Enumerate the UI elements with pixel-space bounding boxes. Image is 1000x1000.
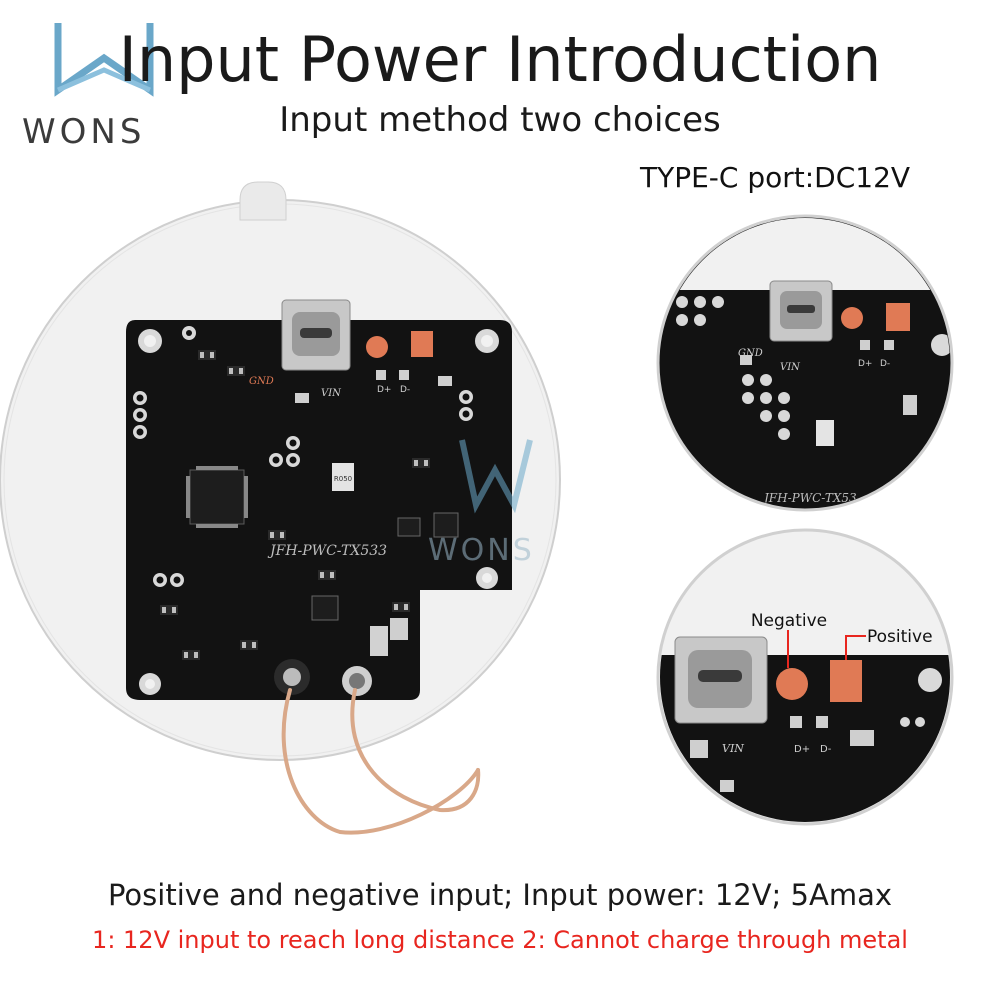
zoom-circle-top: GND VIN D+ D- JFH-PWC-TX53: [656, 214, 954, 512]
zoom-bottom-dminus-label: D-: [820, 744, 832, 755]
watermark-text: WONS: [428, 533, 535, 568]
zoom-top-dminus-label: D-: [880, 359, 890, 369]
brand-logo-text: WONS: [22, 112, 146, 152]
vin-label: VIN: [321, 388, 342, 399]
zoom-bottom-vin-label: VIN: [722, 742, 744, 755]
positive-label: Positive: [867, 627, 933, 647]
zoom-circle-bottom: VIN D+ D- Negative Positive: [656, 528, 954, 826]
dplus-label: D+: [377, 385, 391, 395]
page-subtitle: Input method two choices: [279, 100, 721, 140]
usage-notes-text: 1: 12V input to reach long distance 2: C…: [92, 926, 908, 954]
pcb-board: R050 GND VIN D+ D- JFH-PWC-TX533: [126, 299, 512, 700]
zoom-top-gnd-label: GND: [738, 348, 763, 359]
zoom-top-model-label: JFH-PWC-TX53: [761, 491, 857, 505]
type-c-port-label: TYPE-C port:DC12V: [640, 161, 911, 194]
dminus-label: D-: [400, 385, 410, 395]
board-model-label: JFH-PWC-TX533: [267, 543, 387, 559]
brand-logo: [54, 23, 154, 97]
negative-label: Negative: [751, 611, 827, 631]
zoom-top-dplus-label: D+: [858, 359, 872, 369]
watermark: WONS: [428, 439, 535, 568]
zoom-top-vin-label: VIN: [780, 362, 801, 373]
page-title: Input Power Introduction: [118, 23, 882, 96]
input-spec-text: Positive and negative input; Input power…: [107, 878, 893, 912]
positive-callout-line: [845, 635, 866, 660]
gnd-label: GND: [249, 376, 274, 387]
resistor-label: R050: [334, 475, 352, 483]
zoom-bottom-dplus-label: D+: [794, 744, 810, 755]
coil-wires: [281, 688, 481, 835]
